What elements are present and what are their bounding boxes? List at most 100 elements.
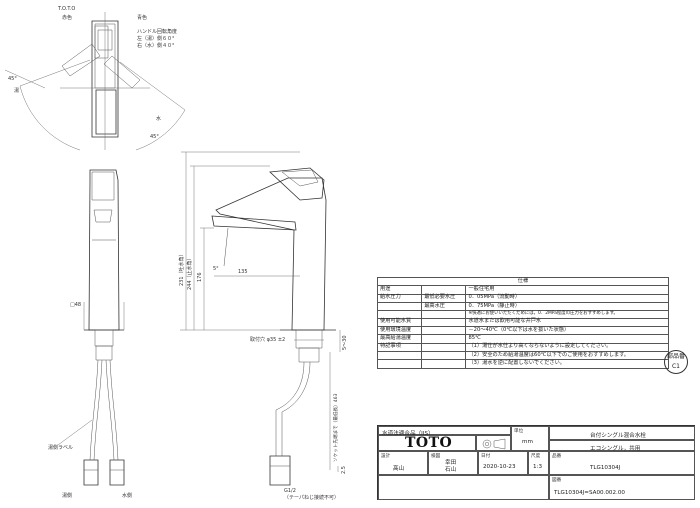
design-label: 設計 xyxy=(381,454,391,459)
spec-key: 給水圧力 xyxy=(376,293,423,303)
spec-key xyxy=(376,359,423,369)
g12-label: G1/2 xyxy=(284,488,296,494)
angle-45b-label: 45° xyxy=(150,134,159,140)
spec-row: 使用環境温度 －20～40℃（0℃以下は水を抜いた状態） xyxy=(376,325,669,336)
scale-value: 1:3 xyxy=(533,464,543,470)
scale-cell: 尺度 1:3 xyxy=(528,451,549,475)
jis-cell: 水道法適合品（JIS） xyxy=(378,426,511,437)
logo-cell: TOTO xyxy=(378,435,476,451)
spec-value: 85℃ xyxy=(465,334,669,344)
projection-symbol-icon xyxy=(482,438,506,450)
jis-label: 水道法適合品（JIS） xyxy=(382,430,434,437)
spec-row: （3）湯水を逆に配置しないでください。 xyxy=(376,359,669,369)
taper-note: （テーパねじ接続不可） xyxy=(284,494,339,501)
check-cell: 検図 幸田 石山 xyxy=(428,451,478,475)
unit-cell: 単位 mm xyxy=(511,426,549,451)
spec-subkey: 最低必要水圧 xyxy=(421,293,467,303)
spec-subkey xyxy=(421,359,467,369)
dwg-label: 図番 xyxy=(552,478,562,483)
part-badge-line1: 部品番 xyxy=(666,353,685,360)
product-title-cell: 台付シングル混合水栓 xyxy=(549,426,695,440)
scale-label: 尺度 xyxy=(531,454,541,459)
handle-angle-title: ハンドル回転角度 xyxy=(137,28,177,35)
spec-subkey xyxy=(421,317,467,328)
dim-5-deg: 5° xyxy=(213,266,219,272)
spec-key: 最高給湯温度 xyxy=(376,334,423,344)
spec-value: 水道水または飲用可能な井戸水 xyxy=(465,317,669,328)
spec-subkey xyxy=(421,342,467,352)
angle-45-label: 45° xyxy=(8,76,17,82)
spec-value: 一般住宅用 xyxy=(465,285,669,295)
spec-key xyxy=(376,350,423,361)
spec-subkey: 最高水圧 xyxy=(421,301,467,312)
spec-subkey xyxy=(421,350,467,361)
toto-label: T.O.T.O xyxy=(57,6,75,12)
design-value: 髙山 xyxy=(393,466,405,472)
part-badge: 部品番 C1 xyxy=(664,350,688,374)
part-badge-line2: C1 xyxy=(671,363,680,370)
projection-cell xyxy=(476,435,511,451)
spec-key: 使用可能水質 xyxy=(376,317,423,328)
spec-value: （3）湯水を逆に配置しないでください。 xyxy=(465,359,669,369)
spec-value: ※快適にお使いいただくためには，0．2MPa程度の圧力をおすすめします。 xyxy=(465,310,669,319)
dwg-cell: 図番 TLG10304J=SA00.002.00 xyxy=(549,475,695,500)
top-view: T.O.T.O 赤色 青色 ハンドル回転角度 左（湯）側６０° 右（水）側４０°… xyxy=(4,6,186,151)
toto-logo: TOTO xyxy=(405,435,453,451)
spec-key xyxy=(376,301,423,312)
spec-key: 使用環境温度 xyxy=(376,325,423,336)
spec-row: 最高給湯温度 85℃ xyxy=(376,334,669,344)
cold-pipe-label: 水側 xyxy=(122,492,132,499)
spec-row: 使用可能水質 水道水または飲用可能な井戸水 xyxy=(376,317,669,328)
left-angle: 左（湯）側６０° xyxy=(137,35,175,42)
spec-title: 仕様 xyxy=(377,276,669,287)
spec-row: （2）安全のため給湯温度は60℃以下でのご使用をおすすめします。 xyxy=(376,350,669,361)
date-value: 2020-10-23 xyxy=(483,464,516,470)
model-value: TLG10304J xyxy=(590,465,621,471)
spec-value: －20～40℃（0℃以下は水を抜いた状態） xyxy=(465,325,669,336)
dwg-value: TLG10304J=SA00.002.00 xyxy=(554,490,625,496)
spec-subkey xyxy=(421,325,467,336)
check-label: 検図 xyxy=(431,454,441,459)
spec-row: 特記事項 （1）湯仕が水仕より高くならないように設定してください。 xyxy=(376,342,669,352)
spec-row: 用途 一般住宅用 xyxy=(376,285,669,295)
design-cell: 設計 髙山 xyxy=(378,451,428,475)
spec-subkey xyxy=(421,285,467,295)
side-view: 231（吐水角） 244（止水角） 176 135 5° 取付穴 φ35 ±2 … xyxy=(178,151,348,501)
spec-value: 0．05MPa（流動時） xyxy=(465,293,669,303)
spec-value: 0．75MPa（静止時） xyxy=(465,301,669,312)
notes-cell xyxy=(378,475,549,500)
dim-48: □48 xyxy=(70,302,81,308)
product-title: 台付シングル混合水栓 xyxy=(590,433,646,439)
mount-hole: 取付穴 φ35 ±2 xyxy=(250,336,285,343)
spec-key: 特記事項 xyxy=(376,342,423,352)
red-label: 赤色 xyxy=(62,14,72,21)
hot-side-mark: 湯 xyxy=(14,87,19,94)
check-value-1: 幸田 xyxy=(445,460,457,466)
spec-key: 用途 xyxy=(376,285,423,295)
dim-176: 176 xyxy=(197,272,203,282)
blue-label: 青色 xyxy=(137,14,147,21)
spec-row: ※快適にお使いいただくためには，0．2MPa程度の圧力をおすすめします。 xyxy=(376,310,669,319)
hot-label-callout: 湯側ラベル xyxy=(48,444,73,451)
unit-value: mm xyxy=(522,439,533,445)
hot-pipe-label: 湯側 xyxy=(62,492,72,499)
product-subtitle: エコシングル，共用 xyxy=(590,445,641,452)
check-value-2: 石山 xyxy=(445,467,457,473)
dim-231: 231（吐水角） xyxy=(178,251,185,286)
title-block: 水道法適合品（JIS） TOTO 単位 mm 台付シングル混合水栓 エコシングル… xyxy=(377,425,695,500)
model-cell: 品番 TLG10304J xyxy=(549,451,695,475)
dim-135: 135 xyxy=(238,269,248,275)
spec-value: （1）湯仕が水仕より高くならないように設定してください。 xyxy=(465,342,669,352)
cold-side-mark: 水 xyxy=(156,115,161,122)
date-cell: 日付 2020-10-23 xyxy=(478,451,528,475)
front-view: □48 湯側ラベル 湯側 水側 xyxy=(48,169,132,499)
dim-5-30: 5～30 xyxy=(342,335,348,350)
spec-subkey xyxy=(421,334,467,344)
subtitle-cell: エコシングル，共用 xyxy=(549,440,695,452)
spec-subkey xyxy=(421,310,467,319)
